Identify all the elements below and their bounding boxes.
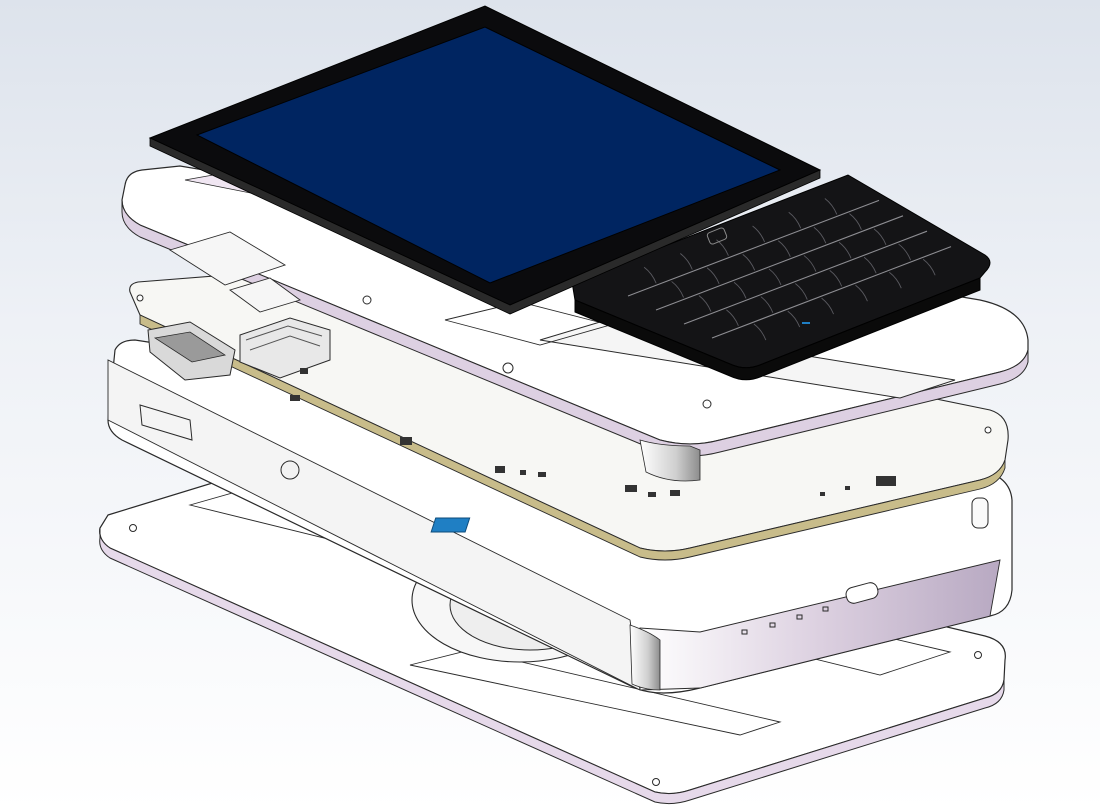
keyboard-row-divider	[711, 246, 952, 339]
keyboard-row-divider	[683, 230, 928, 325]
housing-frame-screw-post	[971, 497, 989, 529]
keyboard-key	[863, 256, 877, 274]
keyboard-key	[680, 253, 693, 270]
keyboard-key	[829, 270, 843, 287]
back-plate-edge	[99, 527, 1005, 805]
back-plate-screw-hole	[974, 651, 982, 659]
hdmi-connector	[147, 321, 236, 381]
housing-frame-side-slot	[139, 404, 193, 441]
top-bezel-corner	[639, 439, 701, 482]
keyboard-key	[898, 243, 911, 261]
keyboard-key	[726, 309, 739, 327]
keyboard-row-divider	[627, 199, 880, 297]
pcb-board-edge	[139, 314, 1006, 561]
keyboard-key	[795, 283, 808, 300]
pcb-mount-hole	[984, 426, 992, 434]
housing-frame-side-wall	[107, 359, 641, 691]
keyboard-key	[778, 240, 791, 257]
keyboard-key-rows	[627, 198, 952, 341]
back-plate-slot	[409, 649, 782, 736]
housing-frame-usb-port	[845, 582, 879, 604]
top-bezel-tabs	[168, 231, 301, 313]
housing-frame-front-wall	[639, 559, 1001, 691]
display-screen	[195, 26, 782, 284]
pcb-smd-components	[290, 368, 896, 497]
sd-card-slot	[239, 317, 331, 379]
keyboard-key	[787, 310, 801, 328]
display-module-edge	[149, 137, 821, 315]
keyboard-trackpad	[706, 227, 728, 245]
keyboard-key	[855, 284, 868, 302]
keyboard-key	[849, 213, 862, 230]
keyboard-key	[821, 297, 834, 315]
keyboard-key	[768, 268, 782, 286]
keyboard-key	[803, 255, 817, 272]
keyboard-module-edge	[574, 277, 981, 381]
keyboard-key	[643, 266, 657, 284]
pcb-accent-chip	[430, 517, 471, 533]
keyboard-key	[753, 323, 767, 341]
top-bezel-edge	[121, 199, 1029, 457]
housing-frame-button	[280, 460, 300, 480]
keyboard-key	[824, 198, 838, 215]
back-plate-screw-hole	[129, 524, 137, 532]
keyboard-key	[760, 296, 774, 313]
keyboard-key	[922, 258, 936, 276]
top-bezel-screw-hole	[362, 295, 372, 305]
back-plate-screw-hole	[652, 778, 660, 786]
keyboard-key	[706, 267, 720, 285]
keyboard-key	[889, 271, 902, 289]
keyboard-key	[788, 211, 802, 229]
keyboard-key	[698, 295, 712, 312]
keyboard-key	[838, 241, 852, 259]
keyboard-key	[671, 281, 684, 298]
housing-frame-corner	[629, 624, 661, 691]
keyboard-led	[802, 322, 810, 324]
keyboard-module[interactable]	[571, 174, 991, 381]
keyboard-key	[716, 239, 729, 256]
top-bezel-screw-hole	[502, 362, 514, 374]
keyboard-key	[873, 228, 887, 246]
keyboard-key	[813, 226, 827, 244]
housing-frame-vent-row	[741, 606, 829, 635]
top-bezel-post	[702, 399, 712, 409]
keyboard-key	[752, 225, 765, 243]
keyboard-key	[742, 253, 756, 271]
pcb-mount-hole	[136, 294, 144, 302]
display-module[interactable]	[148, 5, 822, 315]
keyboard-row-divider	[655, 215, 904, 311]
keyboard-key	[733, 281, 747, 299]
